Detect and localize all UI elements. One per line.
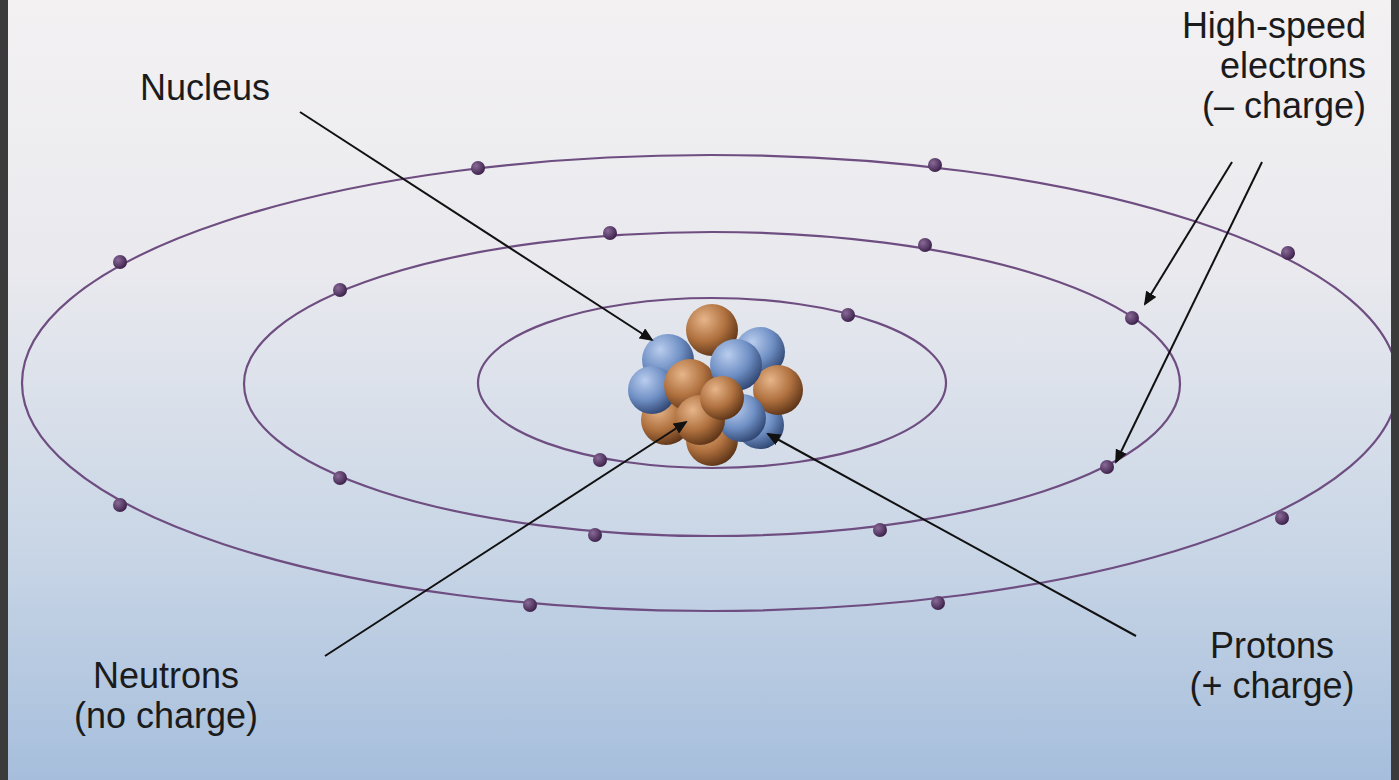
electrons <box>113 158 1295 612</box>
orbits <box>22 155 1391 611</box>
proton-label: Protons (+ charge) <box>1189 626 1354 706</box>
electron-label: High-speed electrons (– charge) <box>1182 6 1366 126</box>
neutron-label: Neutrons (no charge) <box>74 656 258 736</box>
nucleus-label: Nucleus <box>140 68 270 108</box>
leader-lines <box>300 112 1262 656</box>
background: Nucleus High-speed electrons (– charge) Ne… <box>8 0 1391 780</box>
